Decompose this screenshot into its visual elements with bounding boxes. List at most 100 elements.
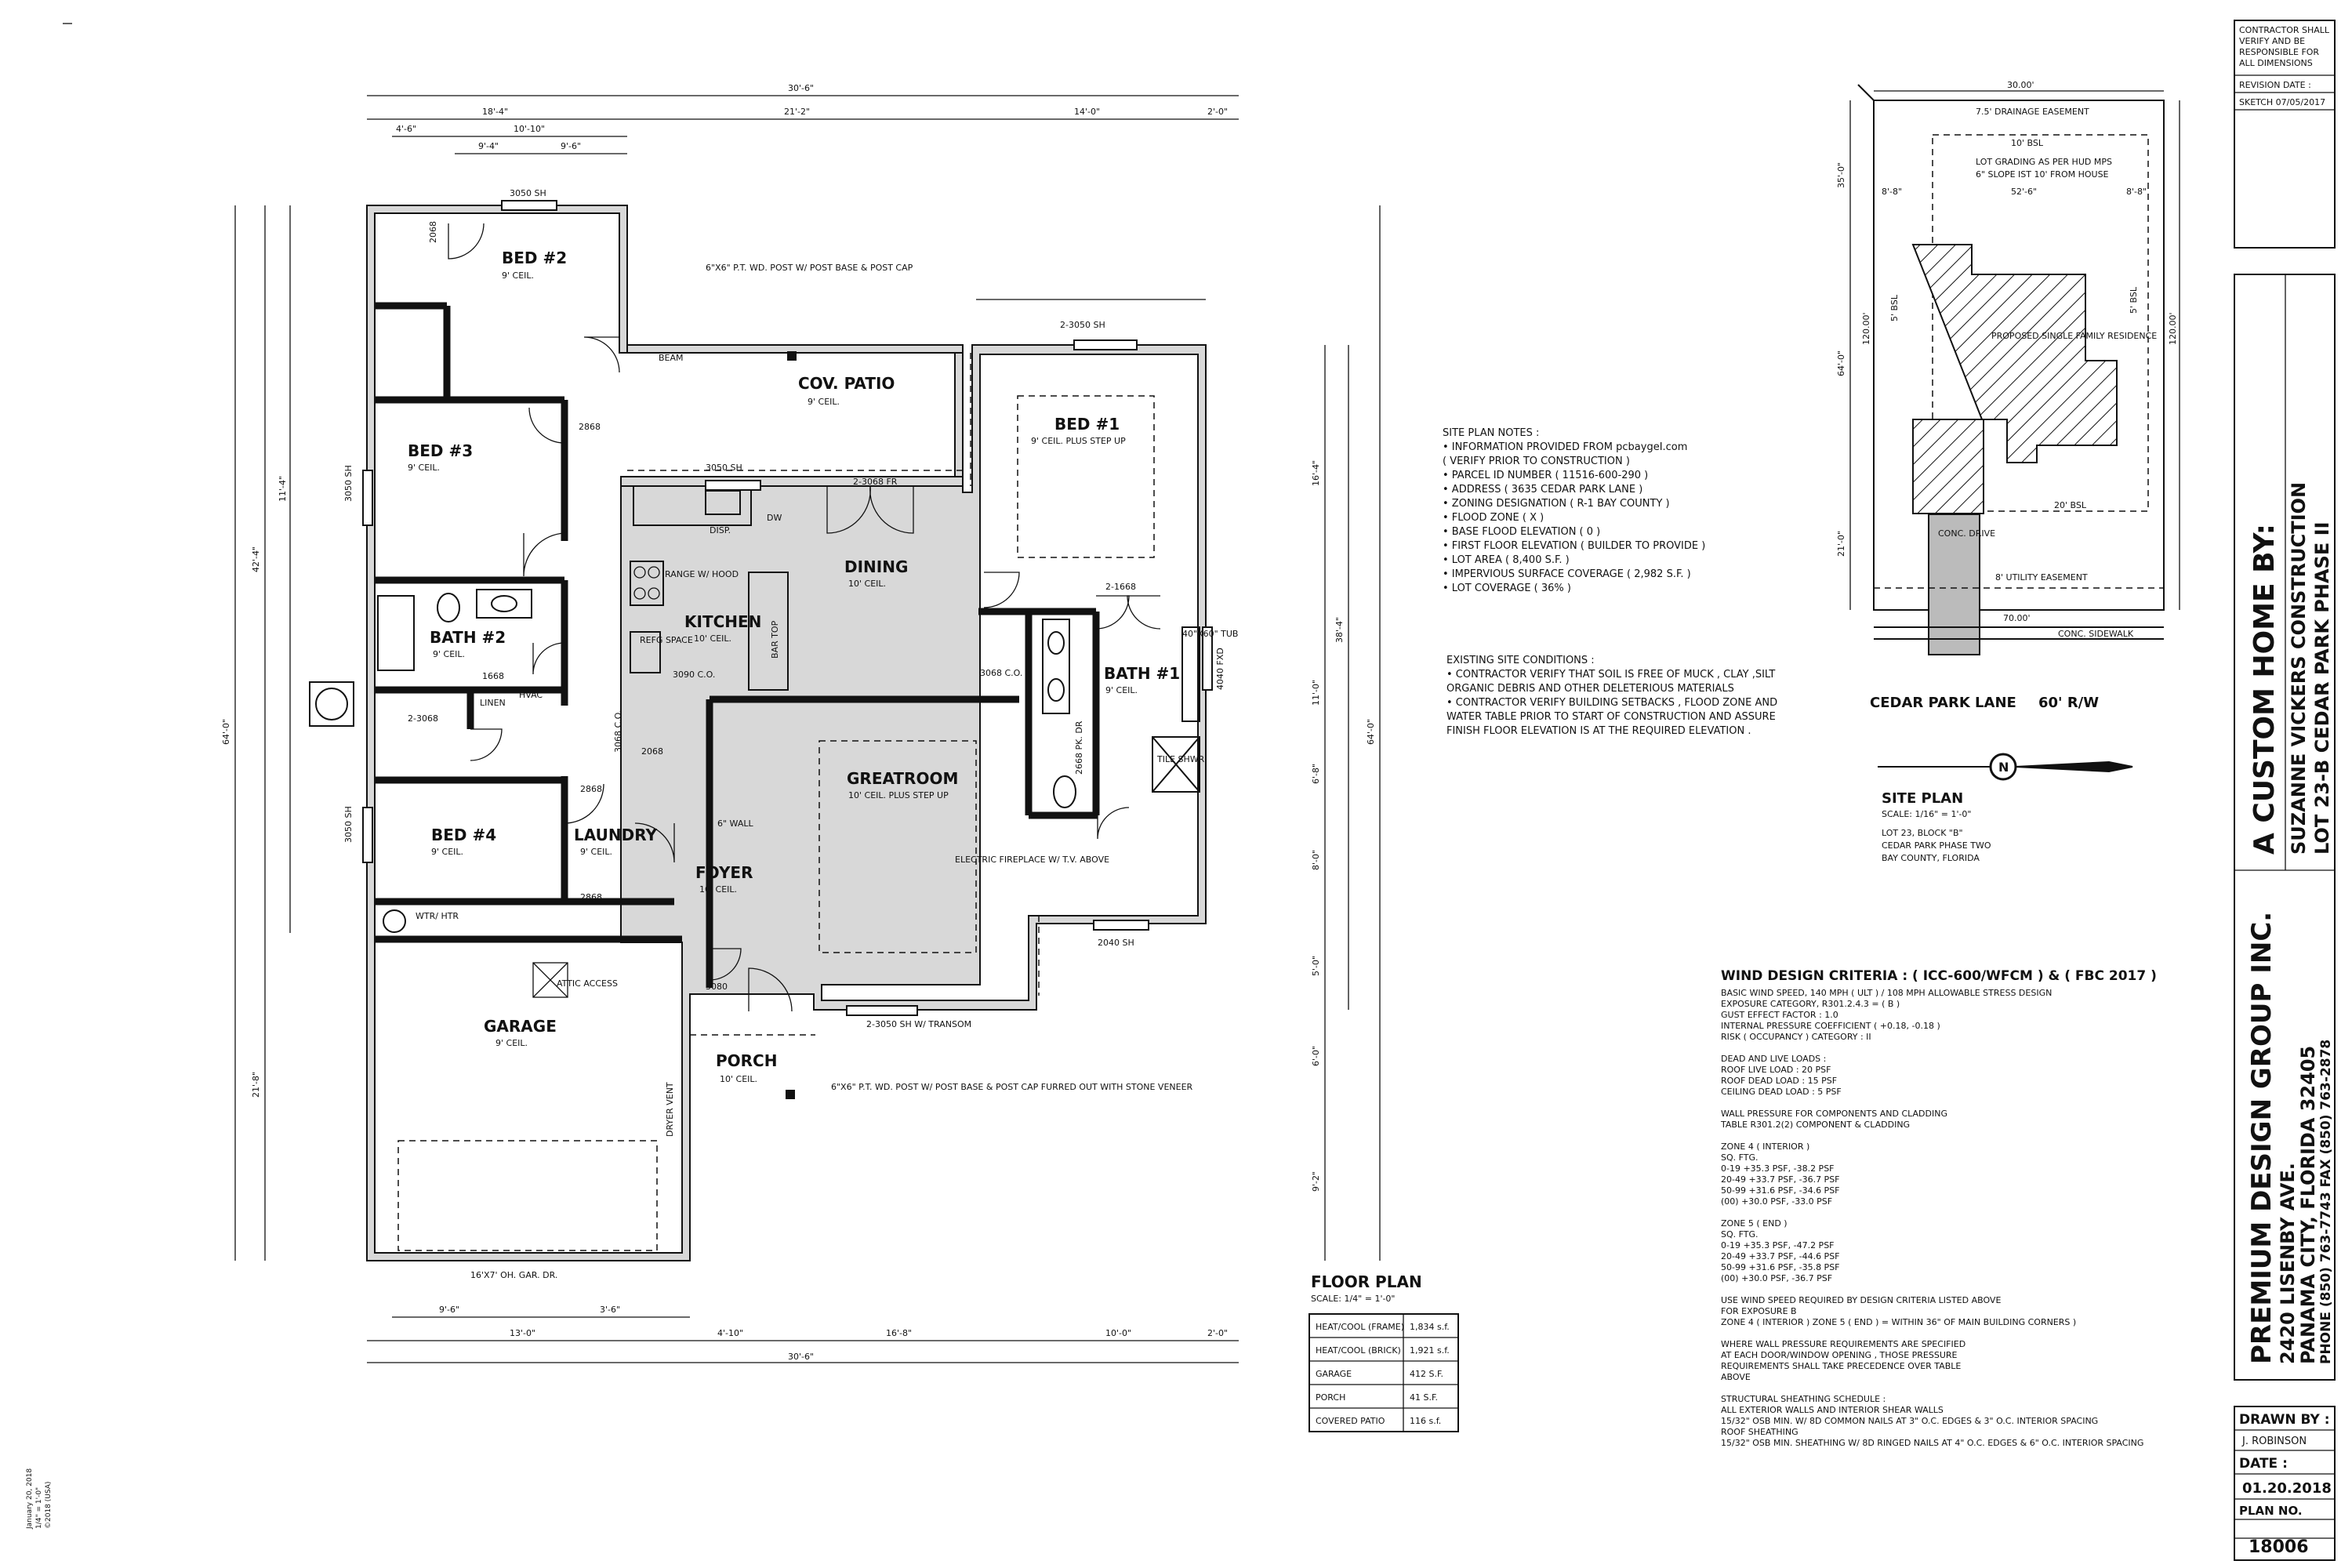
room-ceiling: 9' CEIL.	[1105, 685, 1138, 695]
room-ceiling: 9' CEIL.	[431, 847, 463, 857]
site-label: 6" SLOPE IST 10' FROM HOUSE	[1976, 169, 2109, 180]
wind-design-criteria: WIND DESIGN CRITERIA : ( ICC-600/WFCM ) …	[1720, 968, 2157, 1448]
site-note-line: • ADDRESS ( 3635 CEDAR PARK LANE )	[1443, 484, 1642, 495]
callout: 16'X7' OH. GAR. DR.	[470, 1270, 557, 1280]
wind-line: ROOF LIVE LOAD : 20 PSF	[1721, 1065, 1831, 1075]
wind-line: FOR EXPOSURE B	[1721, 1306, 1797, 1316]
fixtures	[309, 485, 1200, 998]
dimension: 10'-10"	[514, 124, 545, 134]
area-label: HEAT/COOL (FRAME)	[1316, 1322, 1404, 1332]
room-ceiling: 10' CEIL.	[694, 633, 731, 644]
site-label: 10' BSL	[2011, 138, 2044, 148]
legal-line: CEDAR PARK PHASE TWO	[1882, 840, 1991, 851]
callout: 3050 SH	[510, 188, 546, 198]
legal-line: LOT 23, BLOCK "B"	[1882, 828, 1963, 838]
site-note-line: • INFORMATION PROVIDED FROM pcbaygeI.com	[1443, 441, 1687, 453]
wind-line: SQ. FTG.	[1721, 1152, 1759, 1163]
dimension: 64'-0"	[1366, 719, 1376, 745]
posts	[786, 351, 797, 1099]
custom-home-by: A CUSTOM HOME BY:	[2249, 524, 2281, 855]
dimension: 16'-4"	[1311, 460, 1321, 486]
site-plan: 30.00' 7.5' DRAINAGE EASEMENT 10' BSL LO…	[1836, 80, 2180, 863]
callout: 2-3050 SH	[1060, 320, 1105, 330]
drawn-by-value: J. ROBINSON	[2241, 1436, 2307, 1447]
site-note-line: • PARCEL ID NUMBER ( 11516-600-290 )	[1443, 470, 1648, 481]
site-label: CONC. DRIVE	[1938, 528, 1995, 539]
area-label: GARAGE	[1316, 1369, 1352, 1379]
wind-line: SQ. FTG.	[1721, 1229, 1759, 1240]
date-value: 01.20.2018	[2242, 1480, 2332, 1497]
callout: 3068 C.O.	[980, 668, 1022, 678]
dimension: 16'-8"	[886, 1328, 912, 1338]
callout: BAR TOP	[770, 620, 780, 659]
site-label: 21'-0"	[1836, 531, 1846, 557]
dimension-lines	[234, 95, 1381, 1363]
room-ceiling: 9' CEIL. PLUS STEP UP	[1031, 436, 1126, 446]
room-ceiling: 10' CEIL. PLUS STEP UP	[848, 790, 949, 800]
room-ceiling: 9' CEIL.	[408, 463, 440, 473]
floor-plan-title: FLOOR PLAN	[1311, 1272, 1422, 1291]
bed1-step-up	[1017, 395, 1155, 558]
room-name: BED #1	[1054, 415, 1120, 434]
margin-stamp: January 20, 2018 1/4" = 1'-0" ©2018 (USA…	[26, 1468, 53, 1530]
site-notes-title: SITE PLAN NOTES :	[1443, 427, 1539, 439]
area-label: HEAT/COOL (BRICK)	[1316, 1345, 1401, 1356]
wind-line: ZONE 4 ( INTERIOR )	[1721, 1142, 1809, 1152]
north-letter: N	[1998, 760, 2009, 775]
room-name: GARAGE	[484, 1017, 557, 1036]
room-name: BATH #2	[430, 628, 506, 647]
ac-unit	[309, 681, 354, 727]
site-label: 7.5' DRAINAGE EASEMENT	[1976, 107, 2089, 117]
date-label: DATE :	[2239, 1456, 2288, 1472]
site-plan-title: SITE PLAN	[1882, 790, 1963, 807]
wind-line: CEILING DEAD LOAD : 5 PSF	[1721, 1087, 1842, 1097]
room-ceiling: 9' CEIL.	[502, 270, 534, 281]
area-value: 1,921 s.f.	[1410, 1345, 1450, 1356]
callout: 3050 SH	[343, 806, 354, 843]
tile-shower	[1152, 736, 1200, 793]
callout: 3080	[706, 982, 728, 992]
site-plan-scale: SCALE: 1/16" = 1'-0"	[1882, 809, 1972, 819]
site-label: 52'-6"	[2011, 187, 2037, 197]
area-table: HEAT/COOL (FRAME) 1,834 s.f. HEAT/COOL (…	[1308, 1313, 1459, 1432]
room-name: DINING	[844, 557, 908, 576]
vanity-bath2	[476, 589, 532, 619]
area-value: 1,834 s.f.	[1410, 1322, 1450, 1332]
bar-top-island	[748, 572, 789, 691]
drawn-by-label: DRAWN BY :	[2239, 1412, 2330, 1428]
callout: 2868	[580, 892, 602, 902]
dimension: 11'-4"	[278, 476, 288, 502]
site-label: CONC. SIDEWALK	[2058, 629, 2134, 639]
callout: ELECTRIC FIREPLACE W/ T.V. ABOVE	[955, 855, 1109, 865]
callout: 1668	[482, 671, 504, 681]
room-name: BATH #1	[1104, 664, 1180, 683]
room-name: COV. PATIO	[798, 374, 895, 393]
notice-line: VERIFY AND BE	[2239, 36, 2305, 46]
wind-line: 20-49 +33.7 PSF, -36.7 PSF	[1721, 1174, 1840, 1185]
company-city: PANAMA CITY, FLORIDA 32405	[2297, 1046, 2319, 1364]
existing-line: • CONTRACTOR VERIFY BUILDING SETBACKS , …	[1446, 697, 1777, 709]
company-name: PREMIUM DESIGN GROUP INC.	[2246, 912, 2278, 1364]
attic-access	[532, 962, 568, 998]
dimension: 64'-0"	[221, 719, 231, 745]
site-label: 8' UTILITY EASEMENT	[1995, 572, 2088, 583]
stamp-line: January 20, 2018	[26, 1468, 34, 1530]
callout: 2040 SH	[1098, 938, 1134, 948]
existing-conditions: EXISTING SITE CONDITIONS : • CONTRACTOR …	[1446, 655, 1777, 737]
room-name: PORCH	[716, 1051, 777, 1070]
callouts: 3050 SH 2068 2868 3050 SH 1668 LINEN HVA…	[343, 188, 1238, 1280]
area-value: 116 s.f.	[1410, 1416, 1441, 1426]
street-name: CEDAR PARK LANE	[1870, 695, 2016, 711]
stamp-line: ©2018 (USA)	[45, 1482, 53, 1529]
room-name: BED #4	[431, 826, 496, 844]
title-block: CONTRACTOR SHALL VERIFY AND BE RESPONSIB…	[2234, 20, 2336, 1561]
wind-line: 0-19 +35.3 PSF, -47.2 PSF	[1721, 1240, 1835, 1250]
existing-line: • CONTRACTOR VERIFY THAT SOIL IS FREE OF…	[1446, 669, 1775, 681]
site-note-line: • FLOOD ZONE ( X )	[1443, 512, 1544, 524]
room-ceiling: 9' CEIL.	[495, 1038, 528, 1048]
site-label: 120.00'	[2168, 312, 2178, 345]
windows	[362, 200, 1213, 1016]
wind-line: ROOF DEAD LOAD : 15 PSF	[1721, 1076, 1837, 1086]
toilet-bath1	[1053, 775, 1076, 808]
callout: 2-3068	[408, 713, 438, 724]
